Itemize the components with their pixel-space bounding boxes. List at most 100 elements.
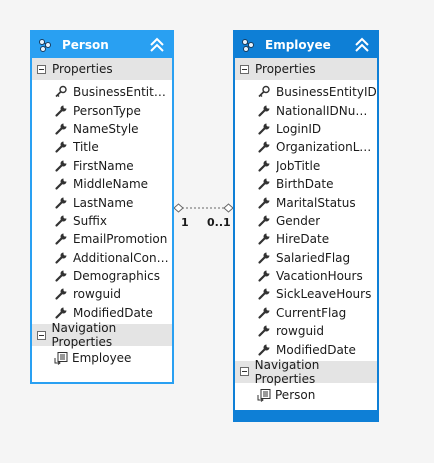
entity-footer (235, 410, 377, 420)
entity-title: Employee (265, 38, 331, 52)
property-row[interactable]: ModifiedDate (235, 340, 377, 358)
properties-section-header[interactable]: Properties (32, 58, 172, 80)
navigation-section-header[interactable]: Navigation Properties (32, 321, 172, 349)
property-row[interactable]: BusinessEntityID (235, 83, 377, 101)
property-row[interactable]: VacationHours (235, 267, 377, 285)
property-name: rowguid (276, 324, 324, 339)
property-name: Gender (276, 213, 321, 228)
wrench-icon (54, 140, 68, 154)
wrench-icon (54, 269, 68, 283)
wrench-icon (257, 324, 271, 338)
wrench-icon (257, 122, 271, 136)
property-row[interactable]: MaritalStatus (235, 193, 377, 211)
collapse-minus-icon[interactable] (37, 64, 46, 74)
property-row[interactable]: rowguid (235, 322, 377, 340)
wrench-icon (257, 177, 271, 191)
property-row[interactable]: Gender (235, 212, 377, 230)
collapse-minus-icon[interactable] (37, 330, 46, 340)
property-name: MaritalStatus (276, 195, 356, 210)
property-row[interactable]: AdditionalConta... (32, 249, 172, 267)
wrench-icon (257, 269, 271, 283)
wrench-icon (54, 232, 68, 246)
property-name: LoginID (276, 121, 322, 136)
property-row[interactable]: SickLeaveHours (235, 285, 377, 303)
section-label: Properties (255, 62, 316, 76)
property-name: AdditionalConta... (73, 250, 172, 265)
property-name: EmailPromotion (73, 232, 168, 247)
property-row[interactable]: FirstName (32, 157, 172, 175)
property-name: BusinessEntityID (276, 85, 377, 100)
property-row[interactable]: BusinessEntityID (32, 83, 172, 101)
entity-header[interactable]: Employee (235, 32, 377, 58)
property-row[interactable]: NameStyle (32, 120, 172, 138)
property-row[interactable]: rowguid (32, 285, 172, 303)
property-name: NameStyle (73, 121, 139, 136)
property-name: NationalIDNum... (276, 103, 377, 118)
wrench-icon (54, 306, 68, 320)
property-name: ModifiedDate (276, 342, 356, 357)
collapse-minus-icon[interactable] (240, 64, 249, 74)
wrench-icon (257, 251, 271, 265)
wrench-icon (257, 343, 271, 357)
property-name: FirstName (73, 158, 134, 173)
association-end-right (223, 203, 234, 213)
navigation-property-row[interactable]: Person (235, 385, 377, 405)
property-row[interactable]: BirthDate (235, 175, 377, 193)
wrench-icon (54, 196, 68, 210)
collapse-minus-icon[interactable] (240, 367, 249, 377)
wrench-icon (54, 104, 68, 118)
wrench-icon (54, 122, 68, 136)
wrench-icon (54, 159, 68, 173)
property-row[interactable]: SalariedFlag (235, 249, 377, 267)
property-row[interactable]: EmailPromotion (32, 230, 172, 248)
key-icon (54, 85, 68, 99)
navigation-property-row[interactable]: Employee (32, 348, 172, 368)
navigation-property-name: Person (275, 387, 316, 402)
property-row[interactable]: HireDate (235, 230, 377, 248)
property-row[interactable]: ModifiedDate (32, 304, 172, 322)
property-name: OrganizationLevel (276, 140, 377, 155)
wrench-icon (257, 306, 271, 320)
property-name: PersonType (73, 103, 141, 118)
section-label: Navigation Properties (254, 357, 320, 386)
key-icon (257, 85, 271, 99)
property-row[interactable]: Demographics (32, 267, 172, 285)
entity-type-icon (39, 39, 51, 52)
property-row[interactable]: PersonType (32, 101, 172, 119)
property-list: BusinessEntityID NationalIDNum... LoginID O… (235, 80, 377, 361)
section-label: Properties (52, 62, 113, 76)
property-row[interactable]: CurrentFlag (235, 304, 377, 322)
association-end-left (173, 203, 184, 213)
property-row[interactable]: Suffix (32, 212, 172, 230)
entity-employee[interactable]: Employee Properties BusinessEntityID Nati… (233, 30, 379, 422)
wrench-icon (257, 232, 271, 246)
navigation-section-header[interactable]: Navigation Properties (235, 357, 377, 386)
wrench-icon (257, 287, 271, 301)
property-name: CurrentFlag (276, 305, 347, 320)
multiplicity-right: 0..1 (207, 216, 231, 229)
properties-section-header[interactable]: Properties (235, 58, 377, 80)
property-name: ModifiedDate (73, 305, 153, 320)
property-row[interactable]: Title (32, 138, 172, 156)
property-name: LastName (73, 195, 134, 210)
entity-title: Person (62, 38, 109, 52)
property-row[interactable]: NationalIDNum... (235, 101, 377, 119)
collapse-icon[interactable] (353, 36, 371, 54)
entity-person[interactable]: Person Properties BusinessEntityID Person… (30, 30, 174, 384)
wrench-icon (257, 104, 271, 118)
navigation-list: Person (235, 383, 377, 411)
property-row[interactable]: LastName (32, 193, 172, 211)
property-name: rowguid (73, 287, 121, 302)
collapse-icon[interactable] (148, 36, 166, 54)
navigation-property-name: Employee (72, 351, 132, 366)
wrench-icon (54, 214, 68, 228)
wrench-icon (257, 159, 271, 173)
wrench-icon (54, 287, 68, 301)
multiplicity-left: 1 (181, 216, 189, 229)
property-row[interactable]: OrganizationLevel (235, 138, 377, 156)
entity-header[interactable]: Person (32, 32, 172, 58)
property-row[interactable]: MiddleName (32, 175, 172, 193)
property-row[interactable]: LoginID (235, 120, 377, 138)
property-row[interactable]: JobTitle (235, 157, 377, 175)
